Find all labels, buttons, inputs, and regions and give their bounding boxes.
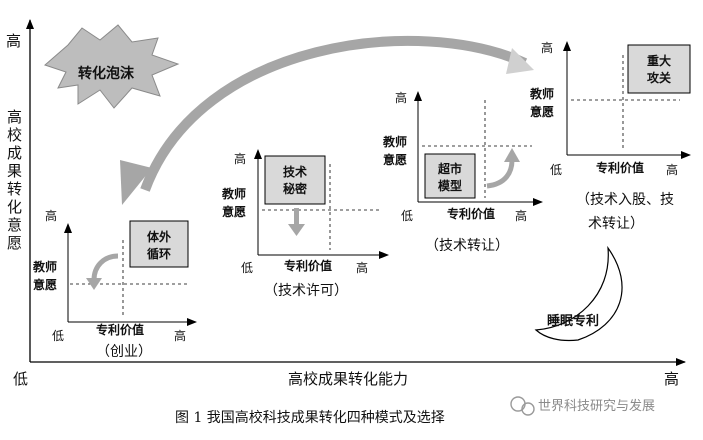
mode-box-line-1: 技术 <box>283 164 307 179</box>
panel-y-high: 高 <box>395 90 407 105</box>
main-axes: 高 高 校 成 果 转 化 意 愿 低 高校成果转化能力 高 <box>6 19 686 388</box>
panel-y-high: 高 <box>541 40 553 55</box>
watermark: 世界科技研究与发展 <box>510 396 655 416</box>
mode-box-line-2: 循环 <box>147 246 171 261</box>
panel-x-label: 专利价值 <box>447 206 495 221</box>
panel-x-label: 专利价值 <box>96 322 144 337</box>
watermark-text: 世界科技研究与发展 <box>538 398 655 414</box>
panel-x-low: 低 <box>241 261 253 275</box>
mode-box-line-2: 模型 <box>438 178 462 193</box>
mode-box-line-2: 秘密 <box>283 181 307 196</box>
panel-y-high: 高 <box>234 151 246 166</box>
main-x-high-label: 高 <box>664 370 679 388</box>
wechat-logo-icon <box>510 396 535 416</box>
panel-mode-label-2: 术转让） <box>588 216 644 232</box>
panel-y-label-1: 教师 <box>32 259 57 274</box>
mode-box <box>424 153 476 199</box>
panel-x-high: 高 <box>356 260 368 275</box>
main-y-high-label: 高 <box>6 32 21 50</box>
transition-arc-arrow <box>120 35 534 205</box>
panel-x-high: 高 <box>666 162 678 177</box>
panel-y-label-2: 意愿 <box>530 104 554 119</box>
panel-x-label: 专利价值 <box>284 258 332 273</box>
mode-box-line-1: 重大 <box>647 53 671 68</box>
mode-box <box>627 44 691 94</box>
burst-shape <box>44 24 180 109</box>
mode-box <box>129 220 189 268</box>
moon-shape: 睡眠专利 <box>534 245 623 342</box>
panel-y-label-2: 意愿 <box>383 152 407 167</box>
mode-box-line-1: 超市 <box>437 161 462 176</box>
up-arrow <box>486 159 515 189</box>
bubble-label: 转化泡沫 <box>78 65 135 82</box>
panel-mode-label: （创业） <box>96 344 152 360</box>
panel-x-low: 低 <box>401 209 413 223</box>
panel-x-label: 专利价值 <box>596 160 644 175</box>
bubble-burst: 转化泡沫 <box>44 24 180 109</box>
mode-box-line-1: 体外 <box>147 229 171 244</box>
down-arrow <box>294 208 299 226</box>
panel-x-low: 低 <box>52 329 64 343</box>
panel-y-label-1: 教师 <box>529 86 554 101</box>
main-y-axis-title: 高 校 成 果 转 化 意 愿 <box>7 108 27 252</box>
panel-licensing: 技术 秘密 高 教师 意愿 低 专利价值 高 （技术许可） <box>221 149 389 299</box>
panel-x-low: 低 <box>550 163 562 177</box>
main-x-low-label: 低 <box>13 370 28 388</box>
panel-startup: 体外 循环 高 教师 意愿 低 专利价值 高 （创业） <box>32 208 197 360</box>
main-x-axis-title: 高校成果转化能力 <box>288 370 408 388</box>
panel-mode-label-1: （技术入股、技 <box>576 192 674 208</box>
panel-x-high: 高 <box>174 328 186 343</box>
panel-y-label-1: 教师 <box>221 186 246 201</box>
moon-label: 睡眠专利 <box>547 313 599 329</box>
panel-mode-label: （技术转让） <box>425 238 509 254</box>
loop-arrow <box>91 253 119 281</box>
panel-y-label-2: 意愿 <box>222 204 246 219</box>
figure-caption: 图 1 我国高校科技成果转化四种模式及选择 <box>175 409 445 426</box>
panel-y-label-1: 教师 <box>382 134 407 149</box>
panel-mode-label: （技术许可） <box>264 283 348 299</box>
panel-transfer: 超市 模型 高 教师 意愿 低 专利价值 高 （技术转让） <box>382 90 543 254</box>
panel-equity: 重大 攻关 高 教师 意愿 低 专利价值 高 （技术入股、技 术转让） <box>529 40 691 232</box>
panel-x-high: 高 <box>515 208 527 223</box>
panel-y-high: 高 <box>45 208 57 223</box>
panel-y-label-2: 意愿 <box>33 277 57 292</box>
mode-box-line-2: 攻关 <box>647 70 671 85</box>
mode-box <box>264 155 326 205</box>
